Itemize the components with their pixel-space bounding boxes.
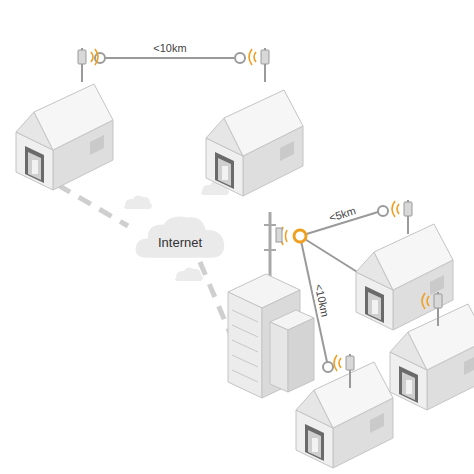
distance-label: <5km: [326, 203, 360, 225]
cloud-node: Internet: [134, 214, 226, 262]
cloud-label: Internet: [134, 235, 226, 250]
distance-label: <10km: [312, 280, 332, 319]
distance-label: <10km: [151, 42, 188, 55]
